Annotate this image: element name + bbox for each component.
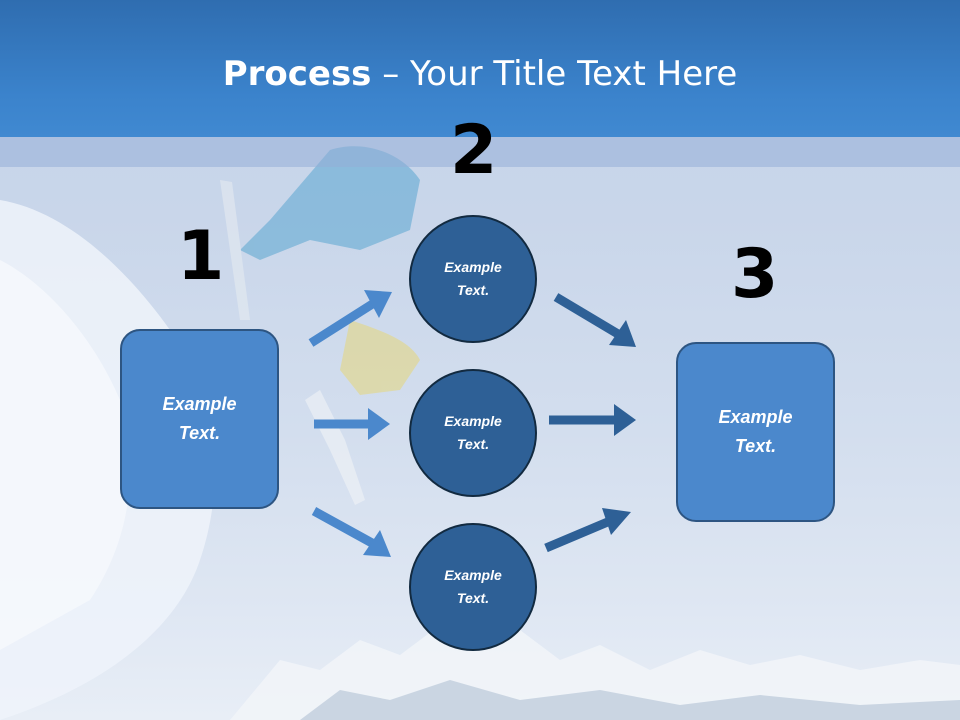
circle-bottom[interactable]: Example Text.: [409, 523, 537, 651]
circle-bottom-text: Example Text.: [444, 567, 502, 606]
circle-middle-text: Example Text.: [444, 413, 502, 452]
title-shadow-band: [0, 137, 960, 167]
arrow-to-top-circle: [308, 290, 392, 347]
step-number-3: 3: [731, 235, 779, 314]
arrow-from-bottom-circle: [544, 508, 631, 553]
step-number-2: 2: [450, 111, 498, 190]
arrow-to-bottom-circle: [311, 507, 391, 557]
arrow-to-middle-circle: [314, 408, 390, 440]
arrow-from-middle-circle: [549, 404, 636, 436]
title-rest: – Your Title Text Here: [371, 54, 738, 94]
left-box[interactable]: Example Text.: [120, 329, 279, 509]
right-box-text: Example Text.: [718, 407, 793, 456]
left-box-text: Example Text.: [162, 394, 237, 443]
slide-title[interactable]: Process – Your Title Text Here: [0, 52, 960, 96]
title-bar: [0, 0, 960, 137]
circle-top[interactable]: Example Text.: [409, 215, 537, 343]
title-bold: Process: [222, 54, 372, 94]
step-number-1: 1: [177, 217, 225, 296]
circle-middle[interactable]: Example Text.: [409, 369, 537, 497]
arrow-from-top-circle: [553, 293, 636, 347]
circle-top-text: Example Text.: [444, 259, 502, 298]
right-box[interactable]: Example Text.: [676, 342, 835, 522]
